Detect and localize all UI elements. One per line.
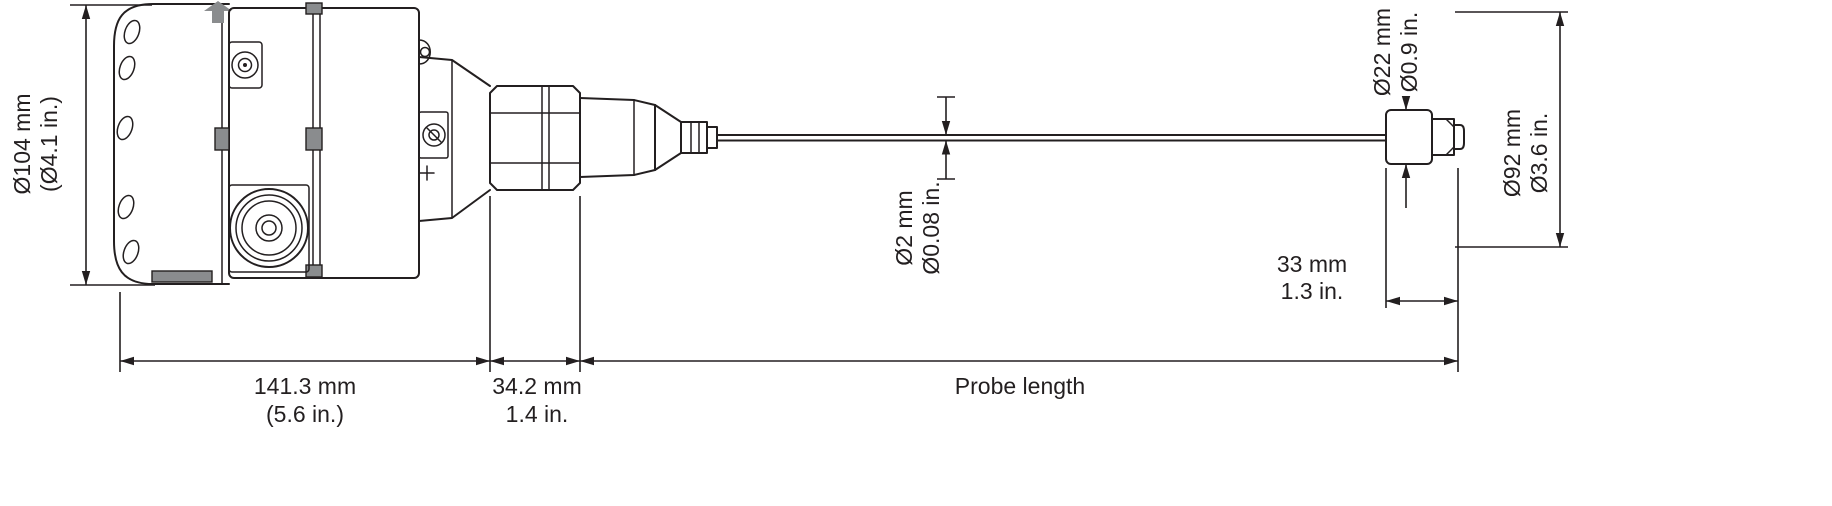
dim-probe-diameter: Ø2 mm Ø0.08 in. [891,96,955,275]
disc-diameter-label-mm: Ø92 mm [1499,109,1525,197]
transmitter-device [113,1,1465,285]
probe-diameter-label-mm: Ø2 mm [891,190,917,265]
housing-length-label-mm: 141.3 mm [254,373,356,399]
external-ground-lug [418,39,431,65]
dim-bottom-chain: 141.3 mm (5.6 in.) 34.2 mm 1.4 in. Probe… [119,196,1458,427]
display-knob [228,184,310,273]
weight-length-label-in: 1.3 in. [1281,278,1344,304]
cover-clip [151,270,213,283]
thread-adapter [579,97,718,178]
probe-rod [716,134,1387,142]
housing-rear-cover [113,1,232,285]
housing-body [214,2,449,279]
housing-clip [214,127,230,151]
ground-terminal [418,111,449,181]
dim-disc-diameter: Ø92 mm Ø3.6 in. [1455,11,1568,248]
housing-diameter-label-in: (Ø4.1 in.) [36,96,62,192]
cable-entry [228,41,263,89]
housing-neck [418,56,491,222]
weight-diameter-label-mm: Ø22 mm [1369,8,1395,96]
end-weight [1385,109,1465,165]
process-connection-hex-nut [489,85,581,191]
alignment-arrow-icon [204,1,232,23]
cover-grip-slot [117,194,135,220]
housing-clip [305,127,323,151]
dim-weight-length: 33 mm 1.3 in. [1277,168,1459,372]
housing-length-label-in: (5.6 in.) [266,401,344,427]
dimension-annotations: Ø104 mm (Ø4.1 in.) Ø2 mm Ø0.08 in. Ø22 m… [9,4,1568,427]
cover-grip-slot [118,55,136,81]
probe-length-label: Probe length [955,373,1085,399]
cover-grip-slot [122,239,140,265]
probe-diameter-label-in: Ø0.08 in. [918,181,944,274]
connection-length-label-in: 1.4 in. [506,401,569,427]
connection-length-label-mm: 34.2 mm [492,373,581,399]
weight-length-label-mm: 33 mm [1277,251,1347,277]
disc-diameter-label-in: Ø3.6 in. [1526,113,1552,194]
cover-grip-slot [123,19,141,45]
cover-grip-slot [116,115,134,141]
weight-diameter-label-in: Ø0.9 in. [1396,12,1422,93]
dim-housing-diameter: Ø104 mm (Ø4.1 in.) [9,4,155,286]
housing-clip [305,264,323,278]
housing-diameter-label-mm: Ø104 mm [9,94,35,195]
housing-clip [305,2,323,15]
dim-weight-diameter: Ø22 mm Ø0.9 in. [1369,8,1422,208]
